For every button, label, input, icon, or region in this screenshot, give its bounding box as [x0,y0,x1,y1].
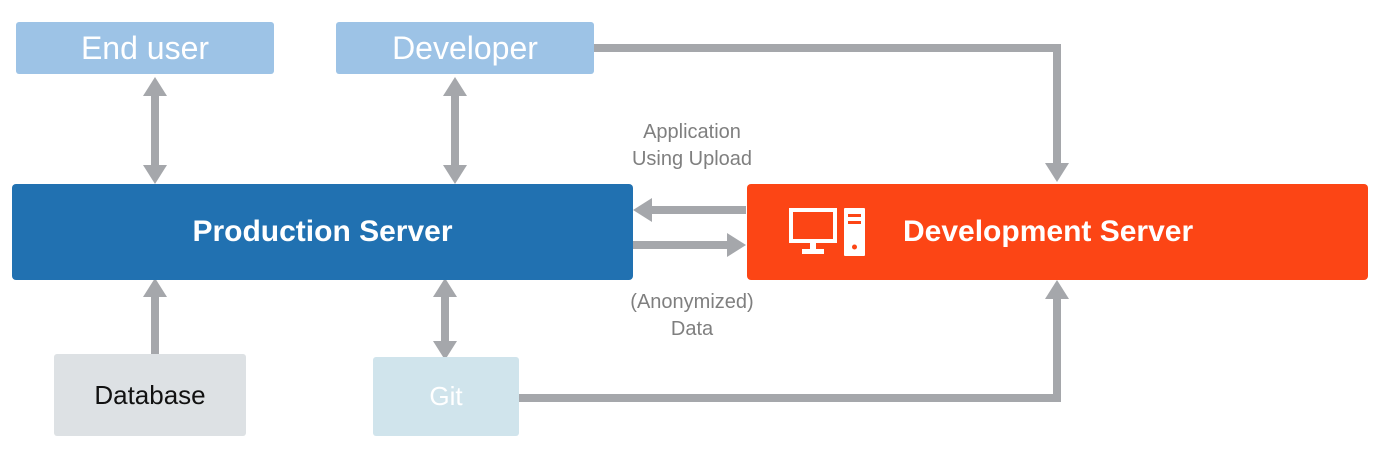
production-server-node: Production Server [12,184,633,280]
connector-git-development [519,280,1069,402]
production-server-label: Production Server [192,215,453,248]
connector-upload-arrow [633,198,746,222]
connector-git-production [433,278,457,360]
connector-enduser-production [143,77,167,184]
developer-node: Developer [336,22,594,74]
connector-developer-development [594,44,1069,182]
data-label-line1: (Anonymized) [630,291,754,313]
git-node: Git [373,357,519,436]
git-label: Git [429,381,463,411]
data-edge-label: (Anonymized) Data [592,289,792,343]
database-node: Database [54,354,246,436]
end-user-node: End user [16,22,274,74]
end-user-label: End user [80,29,210,66]
upload-edge-label: Application Using Upload [592,119,792,173]
development-server-node: Development Server [747,184,1368,280]
connector-database-production [143,278,167,354]
development-server-label: Development Server [903,215,1194,248]
upload-label-line1: Application [643,121,741,143]
upload-label-line2: Using Upload [631,148,753,170]
connector-data-arrow [633,233,746,257]
data-label-line2: Data [670,318,714,340]
computer-icon [789,208,865,256]
connector-developer-production [443,77,467,184]
developer-label: Developer [392,29,538,66]
database-label: Database [94,379,206,410]
